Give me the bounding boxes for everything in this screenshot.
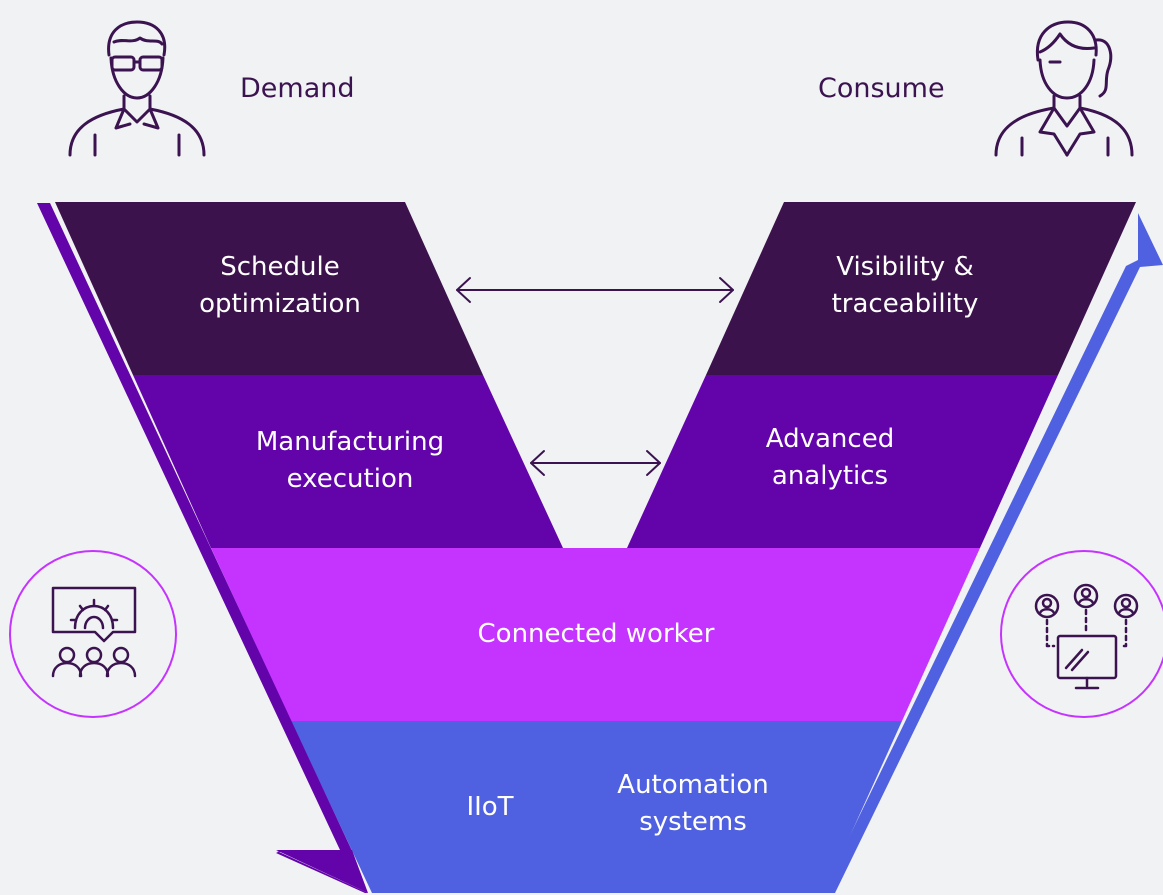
double-arrow-icon xyxy=(530,450,661,476)
man-with-glasses-icon xyxy=(68,20,206,157)
users-with-monitor-icon xyxy=(1034,583,1139,690)
manufacturing-execution-label: Manufacturing execution xyxy=(255,427,445,494)
automation-systems-label: Automation systems xyxy=(617,770,769,837)
advanced-analytics-label: Advanced analytics xyxy=(765,424,895,491)
layer-schedule-optimization xyxy=(55,202,483,375)
layer-automation xyxy=(291,721,902,893)
demand-label: Demand xyxy=(240,73,355,104)
consume-label: Consume xyxy=(818,73,945,104)
down-arrow-head xyxy=(276,850,368,893)
down-arrow xyxy=(37,203,368,893)
team-with-gear-icon xyxy=(51,586,137,678)
users-icon-circle xyxy=(1000,550,1163,718)
schedule-optimization-label: Schedule optimization xyxy=(199,252,361,319)
visibility-traceability-label: Visibility & traceability xyxy=(831,252,979,319)
woman-with-ponytail-icon xyxy=(994,20,1134,157)
layer-connected-worker xyxy=(211,548,980,721)
iiot-label: IIoT xyxy=(466,792,514,822)
layer-advanced-analytics xyxy=(627,375,1058,548)
up-arrow xyxy=(822,213,1163,893)
connected-worker-label: Connected worker xyxy=(477,619,715,649)
team-icon-circle xyxy=(9,550,177,718)
layer-visibility-traceability xyxy=(706,202,1136,375)
double-arrow-icon xyxy=(456,277,734,303)
layer-manufacturing-execution xyxy=(133,375,563,548)
